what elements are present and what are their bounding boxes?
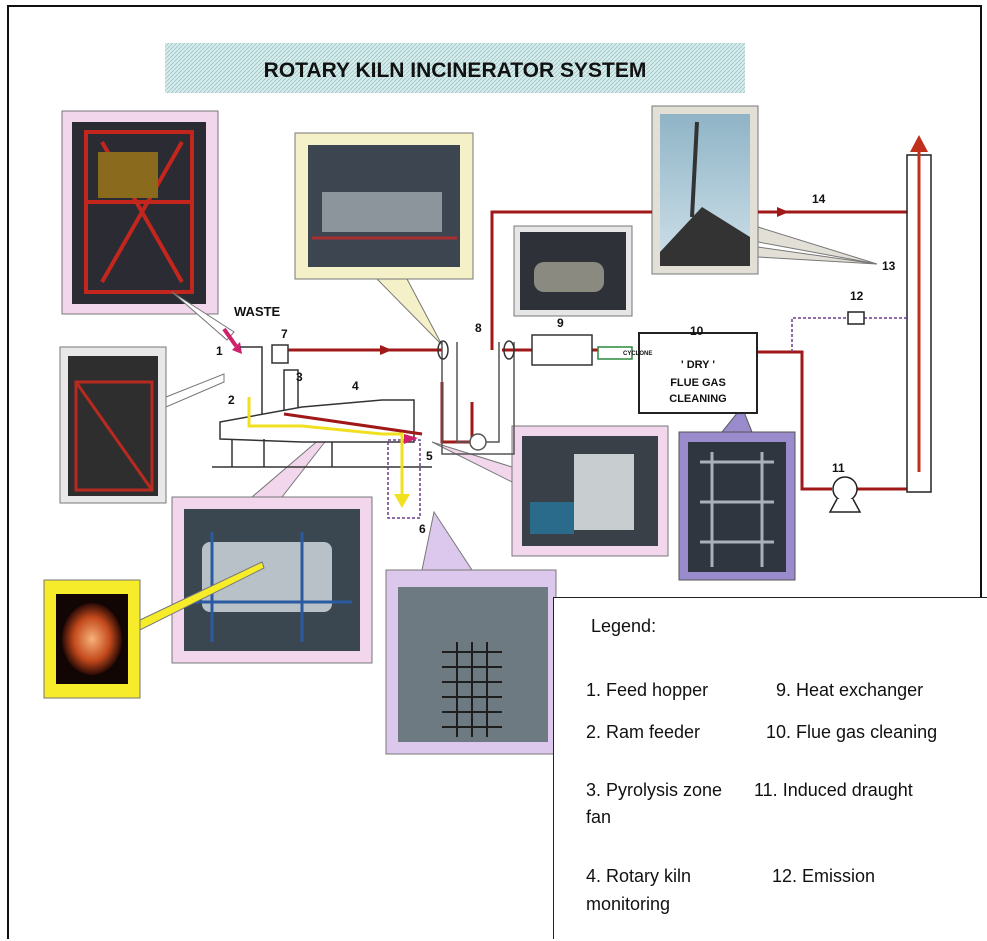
legend-item-3: 3. Pyrolysis zone: [586, 778, 722, 802]
num-5: 5: [426, 449, 433, 463]
cyclone-label: CYCLONE: [623, 351, 652, 357]
num-7: 7: [281, 327, 288, 341]
num-11: 11: [832, 461, 845, 475]
legend-title: Legend:: [591, 616, 656, 637]
num-10: 10: [690, 324, 704, 338]
legend-row-1: 1. Feed hopper 9. Heat exchanger: [586, 678, 986, 702]
secondary-chamber-inner: [457, 342, 499, 442]
photo-callout-ram-feeder: [60, 347, 224, 503]
waste-label: WASTE: [234, 304, 281, 319]
num-4: 4: [352, 379, 359, 393]
ash-flow-arrow: [394, 494, 410, 508]
photo-callout-secondary-chamber: [432, 426, 668, 556]
photo-detail: [98, 152, 158, 198]
title-banner: ROTARY KILN INCINERATOR SYSTEM: [165, 43, 745, 93]
photo-callout-stack: [652, 106, 877, 274]
dry-label-3: CLEANING: [669, 393, 726, 405]
flow-arrow-1: [380, 345, 392, 355]
legend-item-10: 10. Flue gas cleaning: [766, 720, 937, 744]
photo-placeholder: [72, 122, 206, 304]
feed-hopper-shape: [240, 347, 262, 422]
chamber-burner: [470, 434, 486, 450]
num-13: 13: [882, 259, 896, 273]
photo-callout-plant-hall: [295, 133, 473, 345]
pyrolysis-box: [272, 345, 288, 363]
callout-pointer: [166, 374, 224, 407]
photo-placeholder: [68, 356, 158, 496]
callout-pointer: [422, 512, 472, 570]
num-1: 1: [216, 344, 223, 358]
stack-flow-arrow: [910, 135, 928, 152]
photo-callout-flue-gas-cleaning: [679, 407, 795, 580]
num-9: 9: [557, 316, 564, 330]
photo-callout-heat-exchanger: [514, 226, 632, 316]
photo-detail: [574, 454, 634, 530]
legend-item-1: 1. Feed hopper: [586, 678, 708, 702]
photo-flame: [62, 603, 122, 675]
legend-item-2: 2. Ram feeder: [586, 720, 700, 744]
dry-label-1: ' DRY ': [681, 359, 715, 371]
legend-row-3-cont: fan: [586, 805, 986, 829]
legend-item-11-cont: fan: [586, 805, 611, 829]
legend-panel: Legend: 1. Feed hopper 9. Heat exchanger…: [553, 597, 987, 939]
legend-item-12: 12. Emission: [772, 864, 875, 888]
photo-detail-2: [530, 502, 574, 534]
num-8: 8: [475, 321, 482, 335]
legend-row-2: 2. Ram feeder 10. Flue gas cleaning: [586, 720, 986, 744]
emission-monitor: [848, 312, 864, 324]
num-6: 6: [419, 522, 426, 536]
ash-pit: [388, 440, 420, 518]
num-14: 14: [812, 192, 826, 206]
flow-arrow-14: [777, 207, 789, 217]
legend-item-9: 9. Heat exchanger: [776, 678, 923, 702]
photo-detail: [322, 192, 442, 232]
heat-exchanger-box: [532, 335, 592, 365]
num-3: 3: [296, 370, 303, 384]
legend-row-4: 4. Rotary kiln 12. Emission: [586, 864, 986, 888]
fan-base: [830, 499, 860, 512]
photo-callout-feed-hopper-top: [62, 111, 234, 340]
diagram-title: ROTARY KILN INCINERATOR SYSTEM: [264, 59, 647, 82]
legend-item-11: 11. Induced draught: [754, 778, 913, 802]
induced-draught-fan: [833, 477, 857, 501]
legend-item-12-cont: monitoring: [586, 892, 670, 916]
photo-detail: [534, 262, 604, 292]
num-2: 2: [228, 393, 235, 407]
photo-callout-rotary-kiln: [172, 420, 372, 663]
legend-row-4-cont: monitoring: [586, 892, 986, 916]
num-12: 12: [850, 289, 864, 303]
legend-item-4: 4. Rotary kiln: [586, 864, 691, 888]
dry-label-2: FLUE GAS: [670, 377, 726, 389]
callout-pointer: [377, 279, 442, 345]
legend-row-3: 3. Pyrolysis zone 11. Induced draught: [586, 778, 986, 802]
